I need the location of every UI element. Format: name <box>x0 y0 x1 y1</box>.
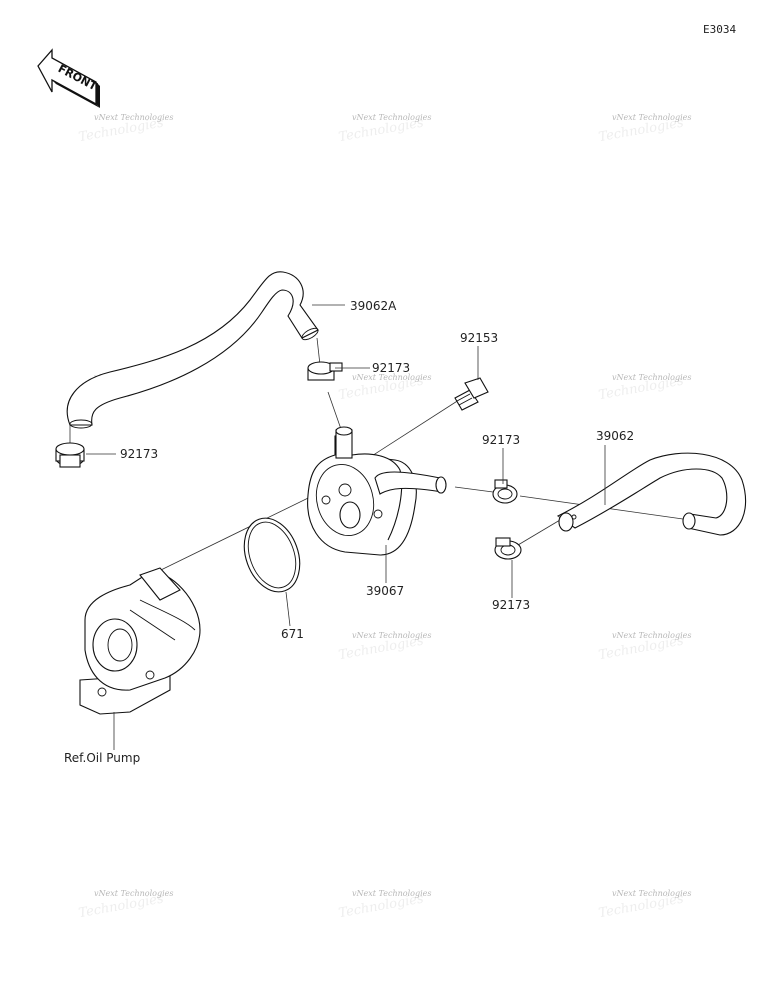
clamp-upper-left-92173 <box>55 442 85 468</box>
watermark: vNext Technologies <box>612 373 691 382</box>
oring-671 <box>243 517 301 593</box>
label-92173-lower: 92173 <box>492 598 530 612</box>
watermark: vNext Technologies <box>352 113 431 122</box>
bolt-92153 <box>454 377 489 411</box>
label-92173-upper-right: 92173 <box>372 361 410 375</box>
watermark: vNext Technologies <box>352 631 431 640</box>
clamp-upper-right-92173 <box>307 361 343 381</box>
label-671: 671 <box>281 627 304 641</box>
watermark: vNext Technologies <box>612 631 691 640</box>
hose-right-39062 <box>556 452 747 536</box>
oil-cooler-39067 <box>307 426 447 556</box>
watermark: vNext Technologies <box>612 113 691 122</box>
hose-upper-39062a <box>66 271 319 429</box>
label-92173-upper-left: 92173 <box>120 447 158 461</box>
oil-pump-reference <box>79 567 201 715</box>
label-92153: 92153 <box>460 331 498 345</box>
watermark: vNext Technologies <box>352 373 431 382</box>
clamp-mid-92173 <box>492 479 518 504</box>
label-leaders <box>86 304 606 750</box>
label-39067: 39067 <box>366 584 404 598</box>
watermark: vNext Technologies <box>94 889 173 898</box>
front-arrow-icon: FRONT <box>37 48 100 108</box>
clamp-lower-92173 <box>494 537 522 560</box>
diagram-code: E3034 <box>703 23 736 36</box>
label-39062a: 39062A <box>350 299 397 313</box>
watermark: vNext Technologies <box>352 889 431 898</box>
label-39062: 39062 <box>596 429 634 443</box>
watermark: vNext Technologies <box>612 889 691 898</box>
label-ref-oil-pump: Ref.Oil Pump <box>64 751 140 765</box>
label-92173-mid: 92173 <box>482 433 520 447</box>
watermark: vNext Technologies <box>94 113 173 122</box>
